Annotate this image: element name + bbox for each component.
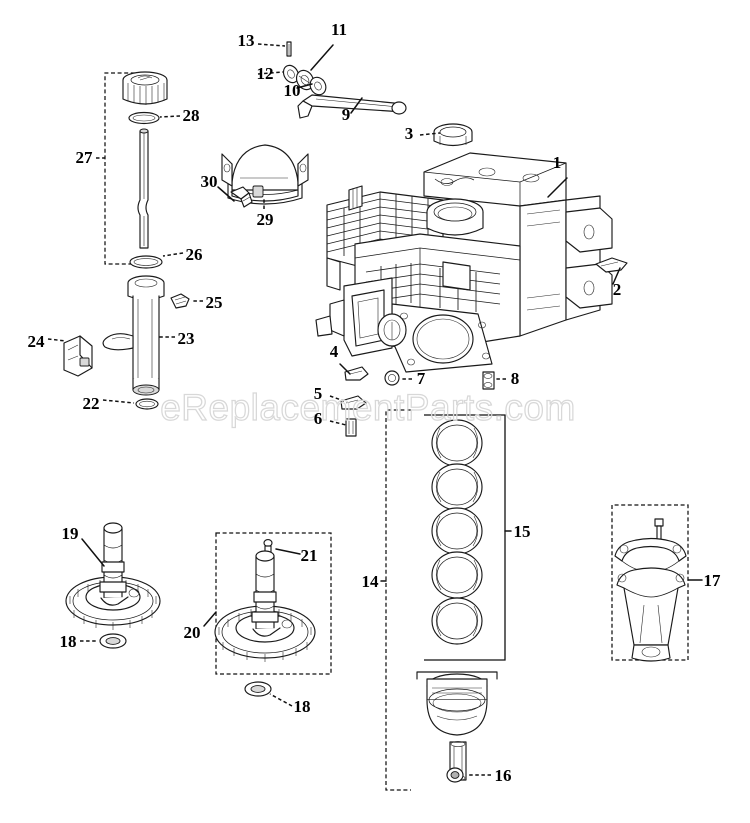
thrust-washer-18-left — [99, 633, 127, 649]
retaining-clip-25 — [170, 293, 190, 309]
callout-1: 1 — [553, 153, 562, 172]
piston-ring — [431, 551, 483, 599]
callout-6: 6 — [314, 409, 323, 428]
o-ring-28 — [128, 111, 160, 125]
piston — [416, 671, 498, 736]
callout-20: 20 — [184, 623, 201, 642]
balance-gear-assembly — [65, 522, 161, 630]
dipstick-cap — [122, 71, 168, 105]
callout-15: 15 — [514, 522, 531, 541]
o-ring-22 — [135, 398, 159, 410]
breather-cover — [221, 144, 309, 205]
callout-14: 14 — [362, 572, 380, 591]
o-ring-26 — [129, 255, 163, 269]
callout-25: 25 — [206, 293, 223, 312]
callout-4: 4 — [330, 342, 339, 361]
callout-18-left: 18 — [60, 632, 77, 651]
watermark: eReplacementParts.com — [160, 387, 576, 428]
dipstick-rod — [137, 128, 149, 249]
connecting-rod-bracket — [611, 504, 689, 661]
camshaft-assembly — [214, 550, 316, 662]
plug-pin-6 — [345, 418, 357, 437]
piston-pin-retainer-16 — [446, 767, 464, 783]
piston-assembly-bracket — [385, 409, 411, 791]
screw-30 — [230, 186, 253, 208]
callout-22: 22 — [83, 394, 100, 413]
callout-5: 5 — [314, 384, 323, 403]
connecting-rod-cap — [614, 537, 687, 573]
callout-8: 8 — [511, 369, 520, 388]
callout-13: 13 — [238, 31, 255, 50]
callout-28: 28 — [183, 106, 200, 125]
callout-3: 3 — [405, 124, 414, 143]
callout-12: 12 — [257, 64, 274, 83]
connecting-rod-body — [616, 567, 686, 662]
callout-19: 19 — [62, 524, 79, 543]
leader-lines — [47, 43, 703, 776]
pin-8 — [482, 371, 495, 390]
piston-ring — [431, 463, 483, 511]
dowel-pin-5 — [340, 395, 367, 410]
callout-7: 7 — [417, 369, 426, 388]
callout-labels: 1 2 3 4 5 6 7 8 9 10 11 12 13 14 15 16 1… — [28, 20, 722, 785]
callout-29: 29 — [257, 210, 274, 229]
crankcase-block — [315, 152, 613, 373]
piston-ring-set-bracket — [424, 414, 506, 661]
callout-17: 17 — [704, 571, 722, 590]
callout-26: 26 — [186, 245, 203, 264]
tube-bracket — [63, 335, 93, 377]
seal-ring-3 — [433, 123, 473, 147]
callout-23: 23 — [178, 329, 195, 348]
dowel-pin-4 — [344, 366, 369, 381]
callout-27: 27 — [76, 148, 94, 167]
oil-seal-ring-7 — [384, 370, 400, 386]
callout-2: 2 — [613, 280, 622, 299]
callout-11: 11 — [331, 20, 347, 39]
callout-9: 9 — [342, 105, 351, 124]
bushing-12 — [282, 64, 300, 84]
callout-18-right: 18 — [294, 697, 311, 716]
piston-ring — [431, 507, 483, 555]
piston-ring — [431, 419, 483, 467]
callout-21: 21 — [301, 546, 318, 565]
callout-16: 16 — [495, 766, 512, 785]
governor-shaft-rod — [297, 94, 407, 119]
callout-10: 10 — [284, 81, 301, 100]
piston-ring — [431, 597, 483, 645]
callout-24: 24 — [28, 332, 46, 351]
callout-30: 30 — [201, 172, 218, 191]
cotter-pin-13 — [286, 41, 292, 57]
dipstick-group-bracket — [104, 72, 148, 265]
thrust-washer-18-right — [244, 681, 272, 697]
washer-10 — [309, 76, 327, 96]
oil-fill-tube — [102, 275, 165, 396]
